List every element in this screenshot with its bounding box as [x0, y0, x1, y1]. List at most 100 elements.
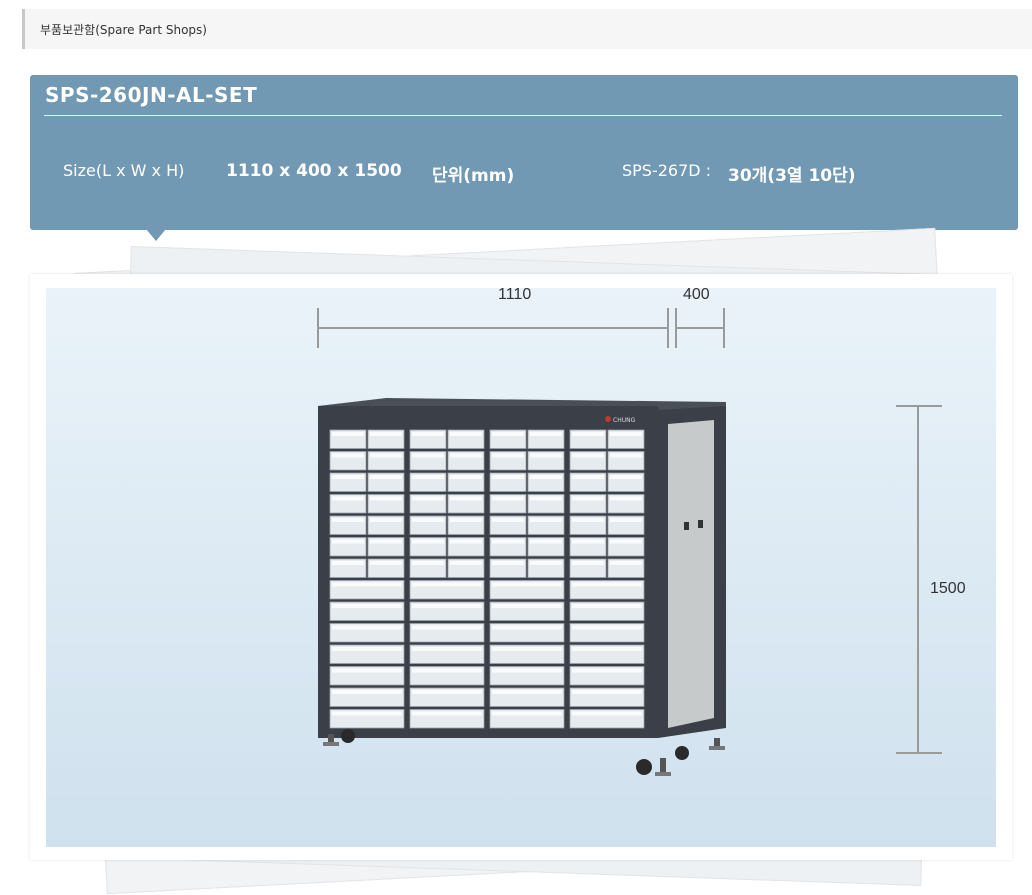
- drawer-label-slot: [530, 475, 562, 479]
- drawer-label-slot: [370, 518, 402, 522]
- drawer-label-slot: [332, 604, 402, 608]
- leveling-foot: [714, 738, 720, 748]
- drawer-label-slot: [492, 561, 524, 565]
- caster-wheel: [341, 729, 355, 743]
- drawer-label-slot: [492, 604, 562, 608]
- brand-logo-mark: [605, 416, 611, 422]
- drawer-label-slot: [332, 711, 402, 716]
- drawer-label-slot: [412, 453, 444, 458]
- drawer-label-slot: [572, 690, 642, 694]
- dimension-width-label: 400: [683, 286, 710, 303]
- drawer-label-slot: [572, 604, 642, 608]
- panel-pointer: [146, 229, 166, 241]
- drawer-label-slot: [530, 453, 562, 458]
- dimension-width-line: [675, 308, 725, 348]
- drawer-label-slot: [572, 711, 642, 716]
- drawer-label-slot: [530, 561, 562, 565]
- drawer-label-slot: [492, 432, 524, 436]
- breadcrumb: 부품보관함(Spare Part Shops): [22, 9, 1032, 49]
- caster-wheel: [675, 746, 689, 760]
- side-handle: [684, 522, 689, 530]
- drawer-label-slot: [492, 647, 562, 651]
- drawer-label-slot: [572, 668, 642, 673]
- drawer-label-slot: [450, 475, 482, 479]
- drawer-label-slot: [492, 539, 524, 544]
- drawer-label-slot: [332, 690, 402, 694]
- leveling-foot: [323, 742, 339, 746]
- drawer-label-slot: [332, 647, 402, 651]
- drawer-label-slot: [412, 518, 444, 522]
- drawer-label-slot: [492, 690, 562, 694]
- drawer-label-slot: [572, 582, 642, 587]
- drawer-label-slot: [450, 561, 482, 565]
- leveling-foot: [655, 772, 671, 776]
- drawer-label-slot: [412, 668, 482, 673]
- drawer-label-slot: [492, 518, 524, 522]
- drawer-label-slot: [610, 539, 642, 544]
- drawer-label-slot: [492, 668, 562, 673]
- drawer-label-slot: [450, 518, 482, 522]
- cabinet-side-panel: [668, 420, 714, 728]
- drawer-label-slot: [412, 711, 482, 716]
- drawer-label-slot: [572, 496, 604, 501]
- drawer-label-slot: [492, 496, 524, 501]
- drawer-label-slot: [412, 647, 482, 651]
- leveling-foot: [660, 758, 666, 774]
- drawer-label-slot: [610, 475, 642, 479]
- unit-label: 단위(mm): [432, 166, 515, 186]
- drawer-label-slot: [572, 625, 642, 630]
- drawer-label-slot: [492, 625, 562, 630]
- drawer-label-slot: [610, 453, 642, 458]
- drawer-label-slot: [610, 432, 642, 436]
- drawer-label-slot: [492, 453, 524, 458]
- drawer-label-slot: [492, 475, 524, 479]
- drawer-grid: [329, 429, 645, 729]
- drawer-label-slot: [530, 496, 562, 501]
- drawer-label-slot: [332, 432, 364, 436]
- brand-logo-text: CHUNG: [613, 417, 636, 424]
- drawer-label-slot: [412, 432, 444, 436]
- drawer-label-slot: [332, 582, 402, 587]
- drawer-label-slot: [332, 625, 402, 630]
- drawer-label-slot: [412, 496, 444, 501]
- drawer-label-slot: [332, 561, 364, 565]
- drawer-label-slot: [530, 518, 562, 522]
- drawer-label-slot: [572, 518, 604, 522]
- dimension-height-label: 1500: [930, 580, 966, 597]
- leveling-foot: [328, 734, 334, 744]
- drawer-label-slot: [332, 539, 364, 544]
- side-handle: [698, 520, 703, 528]
- size-value: 1110 x 400 x 1500: [226, 161, 402, 181]
- drawer-label-slot: [572, 539, 604, 544]
- drawer-label-slot: [530, 539, 562, 544]
- dimension-length-line: [317, 308, 669, 348]
- panel-divider: [44, 115, 1002, 116]
- drawer-label-slot: [572, 647, 642, 651]
- product-image-frame: 1110 400 1500: [30, 274, 1012, 860]
- caster-wheel: [636, 759, 652, 775]
- drawer-label-slot: [370, 539, 402, 544]
- cabinet-illustration: CHUNG: [317, 308, 942, 776]
- drawer-label-slot: [450, 432, 482, 436]
- drawer-label-slot: [332, 668, 402, 673]
- drawer-label-slot: [412, 475, 444, 479]
- drawer-label-slot: [332, 518, 364, 522]
- product-image: 1110 400 1500: [46, 286, 996, 847]
- drawer-label-slot: [450, 539, 482, 544]
- drawer-label-slot: [412, 539, 444, 544]
- dimension-height-line: [896, 405, 942, 754]
- drawer-label-slot: [610, 496, 642, 501]
- drawer-label-slot: [332, 475, 364, 479]
- breadcrumb-label: 부품보관함(Spare Part Shops): [40, 22, 207, 37]
- drawer-label-slot: [450, 453, 482, 458]
- drawer-label-slot: [412, 582, 482, 587]
- drawer-label-slot: [492, 711, 562, 716]
- drawer-label-slot: [492, 582, 562, 587]
- drawer-label-slot: [530, 432, 562, 436]
- drawer-label-slot: [610, 561, 642, 565]
- leveling-foot: [709, 746, 725, 750]
- drawer-label-slot: [412, 561, 444, 565]
- dimension-length-label: 1110: [498, 286, 532, 303]
- product-spec-panel: SPS-260JN-AL-SET Size(L x W x H) 1110 x …: [30, 75, 1018, 230]
- drawer-count: 30개(3열 10단): [728, 166, 856, 186]
